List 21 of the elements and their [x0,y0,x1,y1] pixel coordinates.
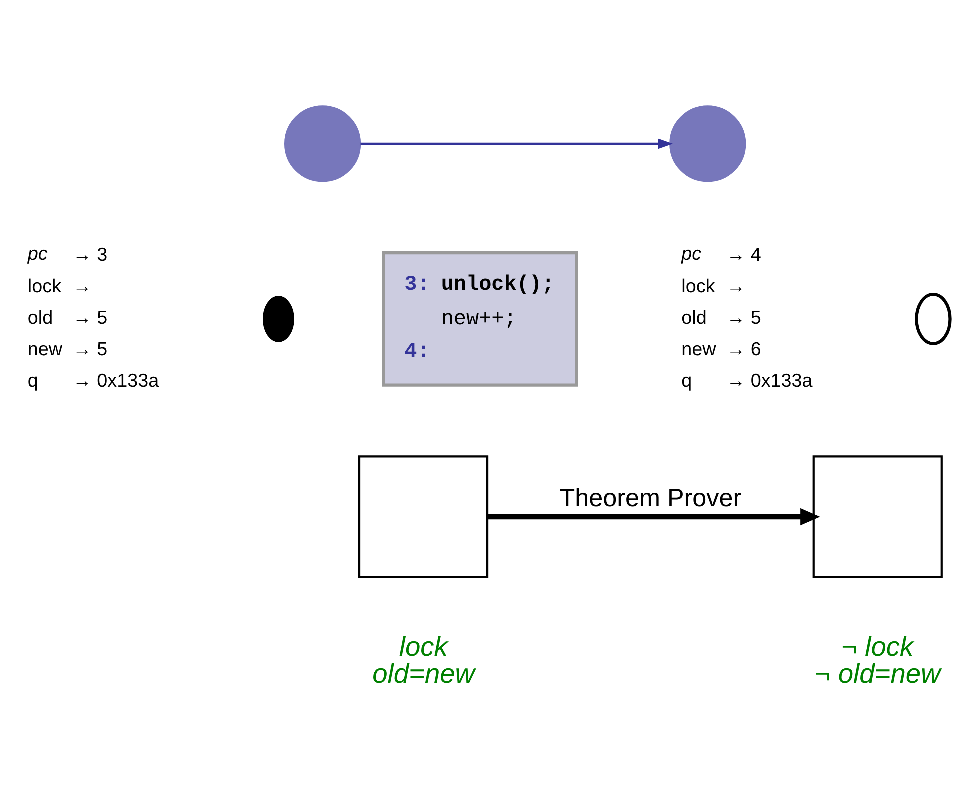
label: → 3 [73,244,108,266]
label: → 5 [73,339,108,360]
label: → [726,276,746,298]
label: old [28,308,54,329]
label: → 6 [726,339,762,360]
label: → [73,276,92,298]
edge-label: Theorem Prover [560,484,742,513]
label: q [28,370,38,392]
label: old [682,308,707,329]
label: → 4 [726,244,762,266]
label: pc [682,244,702,265]
label: new [682,339,716,360]
label: → 5 [73,308,108,329]
label: → 5 [726,308,762,329]
label: lock [28,276,62,298]
label: pc [28,244,48,265]
label: lock [682,276,716,298]
label: q [682,370,692,392]
label: new [28,339,63,360]
label: → 0x133a [726,370,813,392]
label: → 0x133a [73,370,160,392]
